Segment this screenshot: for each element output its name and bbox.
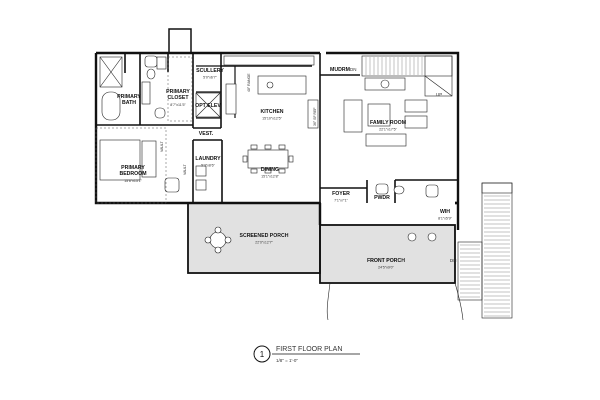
note-fridge: 36" SF REF xyxy=(313,107,317,126)
room-label-front-porch: FRONT PORCH xyxy=(367,258,405,264)
family-room-furniture xyxy=(343,77,428,147)
room-dim-foyer: 7'1"x7'1" xyxy=(334,199,348,203)
dining-table xyxy=(242,144,294,174)
bedroom-furniture xyxy=(95,127,180,204)
room-dim-primary-closet: 8'7"x11'5" xyxy=(170,103,186,107)
note-vault-2: VAULT xyxy=(183,163,187,175)
note-vault-1: VAULT xyxy=(160,140,164,152)
room-dim-front-porch: 24'5"x9'0" xyxy=(378,266,394,270)
bath-fixtures xyxy=(99,55,193,122)
note-dn: DN xyxy=(350,67,357,72)
room-label-screened-porch: SCREENED PORCH xyxy=(239,233,288,239)
room-label-primary-closet-line1: PRIMARY xyxy=(166,89,190,95)
deck-hatch xyxy=(189,204,455,282)
interior-stair xyxy=(361,55,453,97)
room-dim-screened-porch: 22'0"x12'7" xyxy=(255,241,273,245)
title-block: 1 FIRST FLOOR PLAN 1/8" = 1'-0" xyxy=(253,345,360,363)
room-label-opt-elev: OPT ELEV xyxy=(195,103,221,109)
room-dim-dining: 15'1"x12'8" xyxy=(261,175,279,179)
room-dim-kitchen: 15'10"x12'5" xyxy=(262,117,282,121)
room-label-pwdr: PWDR xyxy=(374,195,390,201)
room-label-wih: WIH xyxy=(440,209,450,215)
utility-fixtures xyxy=(195,165,439,198)
room-labels: SCULLERY5'0"x6'7"PRIMARYBATHPRIMARYCLOSE… xyxy=(117,67,452,270)
room-label-kitchen: KITCHEN xyxy=(260,109,283,115)
walkway xyxy=(326,282,464,321)
room-label-laundry: LAUNDRY xyxy=(195,156,221,162)
note-range: 48" RANGE xyxy=(247,73,251,92)
note-up: UP xyxy=(436,92,442,97)
room-dim-primary-bedroom: 15'6"x13'1" xyxy=(124,179,142,183)
room-label-primary-bath-line1: PRIMARY xyxy=(117,94,141,100)
room-label-primary-bedroom-line2: BEDROOM xyxy=(119,171,146,177)
room-dim-wih: 8'1"x5'9" xyxy=(438,217,452,221)
front-porch-outline xyxy=(319,224,456,284)
room-dim-scullery: 5'0"x6'7" xyxy=(203,76,217,80)
plan-notes: DN UP 48" RANGE 36" SF REF VAULT VAULT D… xyxy=(160,67,457,263)
room-label-primary-bedroom-line1: PRIMARY xyxy=(121,165,145,171)
room-label-scullery: SCULLERY xyxy=(196,68,224,74)
plan-number: 1 xyxy=(260,350,265,359)
room-label-family-room: FAMILY ROOM xyxy=(370,120,406,126)
plan-number-circle xyxy=(253,345,271,363)
porch-furniture xyxy=(204,226,437,254)
exterior-stair-right xyxy=(457,182,513,319)
plan-scale: 1/8" = 1'-0" xyxy=(276,358,298,363)
room-label-primary-bath-line2: BATH xyxy=(122,100,136,106)
note-dn-porch: DN xyxy=(450,258,457,263)
room-dim-laundry: 5'3"x8'6" xyxy=(201,164,215,168)
room-label-dining: DINING xyxy=(261,167,279,173)
room-label-primary-closet-line2: CLOSET xyxy=(167,95,189,101)
room-dim-family-room: 22'1"x17'5" xyxy=(379,128,397,132)
plan-title: FIRST FLOOR PLAN xyxy=(276,346,342,353)
room-label-foyer: FOYER xyxy=(332,191,350,197)
room-label-vest: VEST. xyxy=(199,131,214,137)
room-label-mudrm: MUDRM xyxy=(330,67,350,73)
kitchen-fixtures xyxy=(195,55,319,129)
